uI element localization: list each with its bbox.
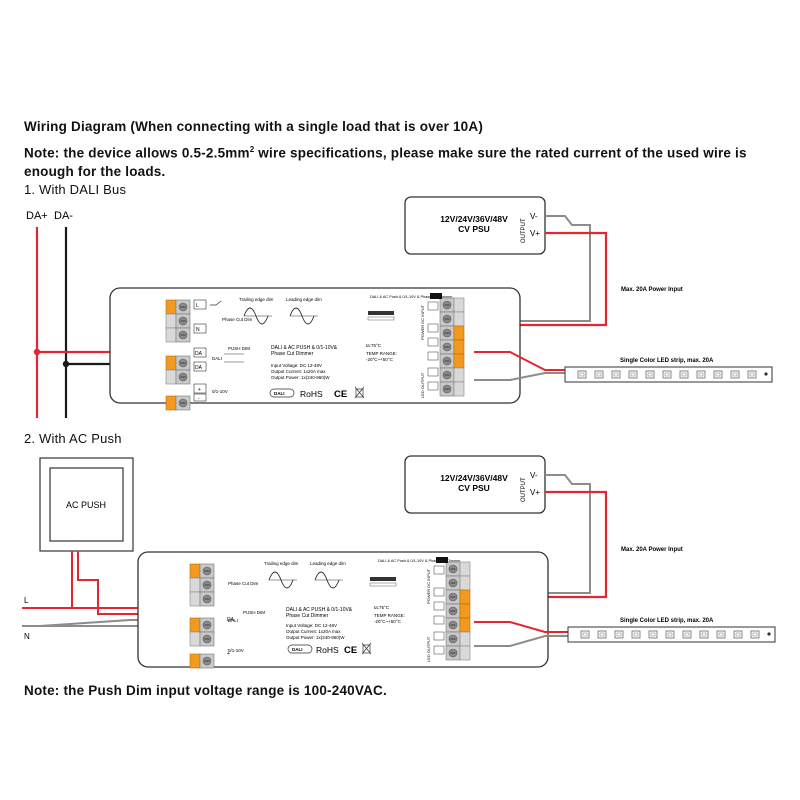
term-da-2-1: DA (227, 617, 235, 623)
psu-type: CV PSU (458, 224, 490, 234)
psu-2-voltage: 12V/24V/36V/48V (440, 473, 508, 483)
power-dc-label-2: POWER DC INPUT (426, 568, 431, 604)
ac-push-label: AC PUSH (66, 500, 106, 510)
diagram-title: Wiring Diagram (When connecting with a s… (24, 119, 484, 134)
psu-box: 12V/24V/36V/48V CV PSU OUTPUT V- V+ (404, 196, 546, 255)
psu-v-plus: V+ (530, 229, 540, 238)
rohs-mark-2: RoHS (316, 645, 339, 655)
line-label: L (24, 596, 29, 605)
psu-2-v-plus: V+ (530, 488, 540, 497)
term-minus: - (198, 396, 200, 402)
device-2-temp-range: TEMP RANGE: (374, 613, 405, 618)
led-output-label-2: LED OUTPUT (426, 636, 431, 662)
led-strip-2 (567, 626, 776, 643)
push-dim-label: PUSH DIM (228, 346, 250, 351)
device-header-small: DALI & AC Push & 0/1-10V & Phase Cut Dim… (370, 295, 453, 299)
note-suffix: wire specifications, please make sure th… (24, 145, 747, 179)
ac-push-switch: AC PUSH (39, 457, 134, 552)
led-plus-wire (474, 351, 565, 371)
device-2-output-power: Output Power: 1x(240-960)W (286, 635, 345, 640)
power-input-label-2: Max. 20A Power Input (621, 547, 683, 553)
note-prefix: Note: the device allows 0.5-2.5mm (24, 145, 250, 161)
device-temp-range: TEMP RANGE: (366, 351, 397, 356)
device-ta: ta:75°C (366, 343, 382, 348)
push-dim-label-2: PUSH DIM (243, 610, 265, 615)
term-plus-2: + (227, 651, 230, 657)
trailing-edge-label-2: Trailing edge dim (264, 561, 299, 566)
device-output-power: Output Power: 1x(240-960)W (271, 375, 330, 380)
dimmer-controller-2: DA + Phase Cut Dim Trailing edge dim Lea… (137, 551, 549, 669)
section-ac-push-label: 2. With AC Push (24, 431, 122, 446)
section-dali-bus-label: 1. With DALI Bus (24, 182, 127, 197)
rohs-mark: RoHS (300, 389, 323, 399)
da-minus-label: DA- (54, 210, 73, 222)
device-2-header-small: DALI & AC Push & 0/1-10V & Phase Cut Dim… (378, 559, 461, 563)
weee-bin-icon-2 (361, 642, 372, 655)
term-da-2: DA (195, 365, 203, 371)
dali-small-label-2: DALI (228, 618, 238, 623)
ce-mark: CE (334, 389, 347, 400)
power-dc-label: POWER DC INPUT (420, 304, 425, 340)
phase-cut-label-2: Phase Cut Dim (228, 581, 259, 586)
device-2-name-1: DALI & AC PUSH & 0/1-10V& (286, 607, 353, 613)
note-superscript: 2 (249, 145, 255, 154)
led-strip (564, 366, 773, 383)
device-temp-values: -20°C~+50°C (366, 357, 394, 362)
dali-small-label: DALI (212, 356, 222, 361)
device-2-input-voltage: Input Voltage: DC 12-48V (286, 623, 337, 628)
device-2-temp-values: -20°C~+50°C (374, 619, 402, 624)
term-da-1: DA (195, 351, 203, 357)
device-output-current: Output Current: 1x20A max (271, 369, 326, 374)
psu-voltage: 12V/24V/36V/48V (440, 214, 508, 224)
led-output-label: LED OUTPUT (420, 372, 425, 398)
psu-2-v-minus: V- (530, 471, 538, 480)
ce-mark-2: CE (344, 645, 357, 656)
psu-box-2: 12V/24V/36V/48V CV PSU OUTPUT V- V+ (404, 455, 546, 514)
trailing-edge-label: Trailing edge dim (239, 297, 274, 302)
phase-cut-label: Phase Cut Dim (222, 317, 253, 322)
power-input-label: Max. 20A Power Input (621, 287, 683, 293)
psu-2-type: CV PSU (458, 483, 490, 493)
device-2-name-2: Phase Cut Dimmer (286, 613, 329, 619)
weee-bin-icon (354, 386, 365, 399)
push-dim-voltage-note: Note: the Push Dim input voltage range i… (24, 683, 387, 698)
wire-spec-note: Note: the device allows 0.5-2.5mm2 wire … (24, 141, 764, 181)
term-plus: + (198, 387, 201, 393)
device-input-voltage: Input Voltage: DC 12-48V (271, 363, 322, 368)
led-strip-label: Single Color LED strip, max. 20A (620, 358, 714, 364)
leading-edge-label-2: Leading edge dim (310, 561, 346, 566)
led-strip-label-2: Single Color LED strip, max. 20A (620, 618, 714, 624)
dali-logo: DALI (274, 391, 285, 396)
dimmer-controller: L N DA DA + - Phase Cut Dim Trailing edg… (109, 287, 521, 411)
neutral-label: N (24, 632, 30, 641)
device-name-2: Phase Cut Dimmer (271, 351, 314, 357)
led-minus-wire (474, 372, 565, 381)
push-wire-2 (77, 551, 188, 615)
dali-logo-2: DALI (292, 647, 303, 652)
led-minus-wire-2 (474, 635, 568, 647)
device-2-ta: ta:75°C (374, 605, 390, 610)
psu-v-minus: V- (530, 212, 538, 221)
v-range-label: 0/1-10V (212, 389, 228, 394)
device-2-output-current: Output Current: 1x20A max (286, 629, 341, 634)
led-plus-wire-2 (474, 621, 568, 633)
da-plus-label: DA+ (26, 210, 48, 222)
psu-2-output-label: OUTPUT (521, 477, 527, 502)
v-range-label-2: 0/1-10V (228, 648, 244, 653)
leading-edge-label: Leading edge dim (286, 297, 322, 302)
device-name-1: DALI & AC PUSH & 0/1-10V& (271, 345, 338, 351)
term-n: N (196, 327, 200, 333)
psu-output-label: OUTPUT (521, 218, 527, 243)
term-l: L (196, 303, 199, 309)
